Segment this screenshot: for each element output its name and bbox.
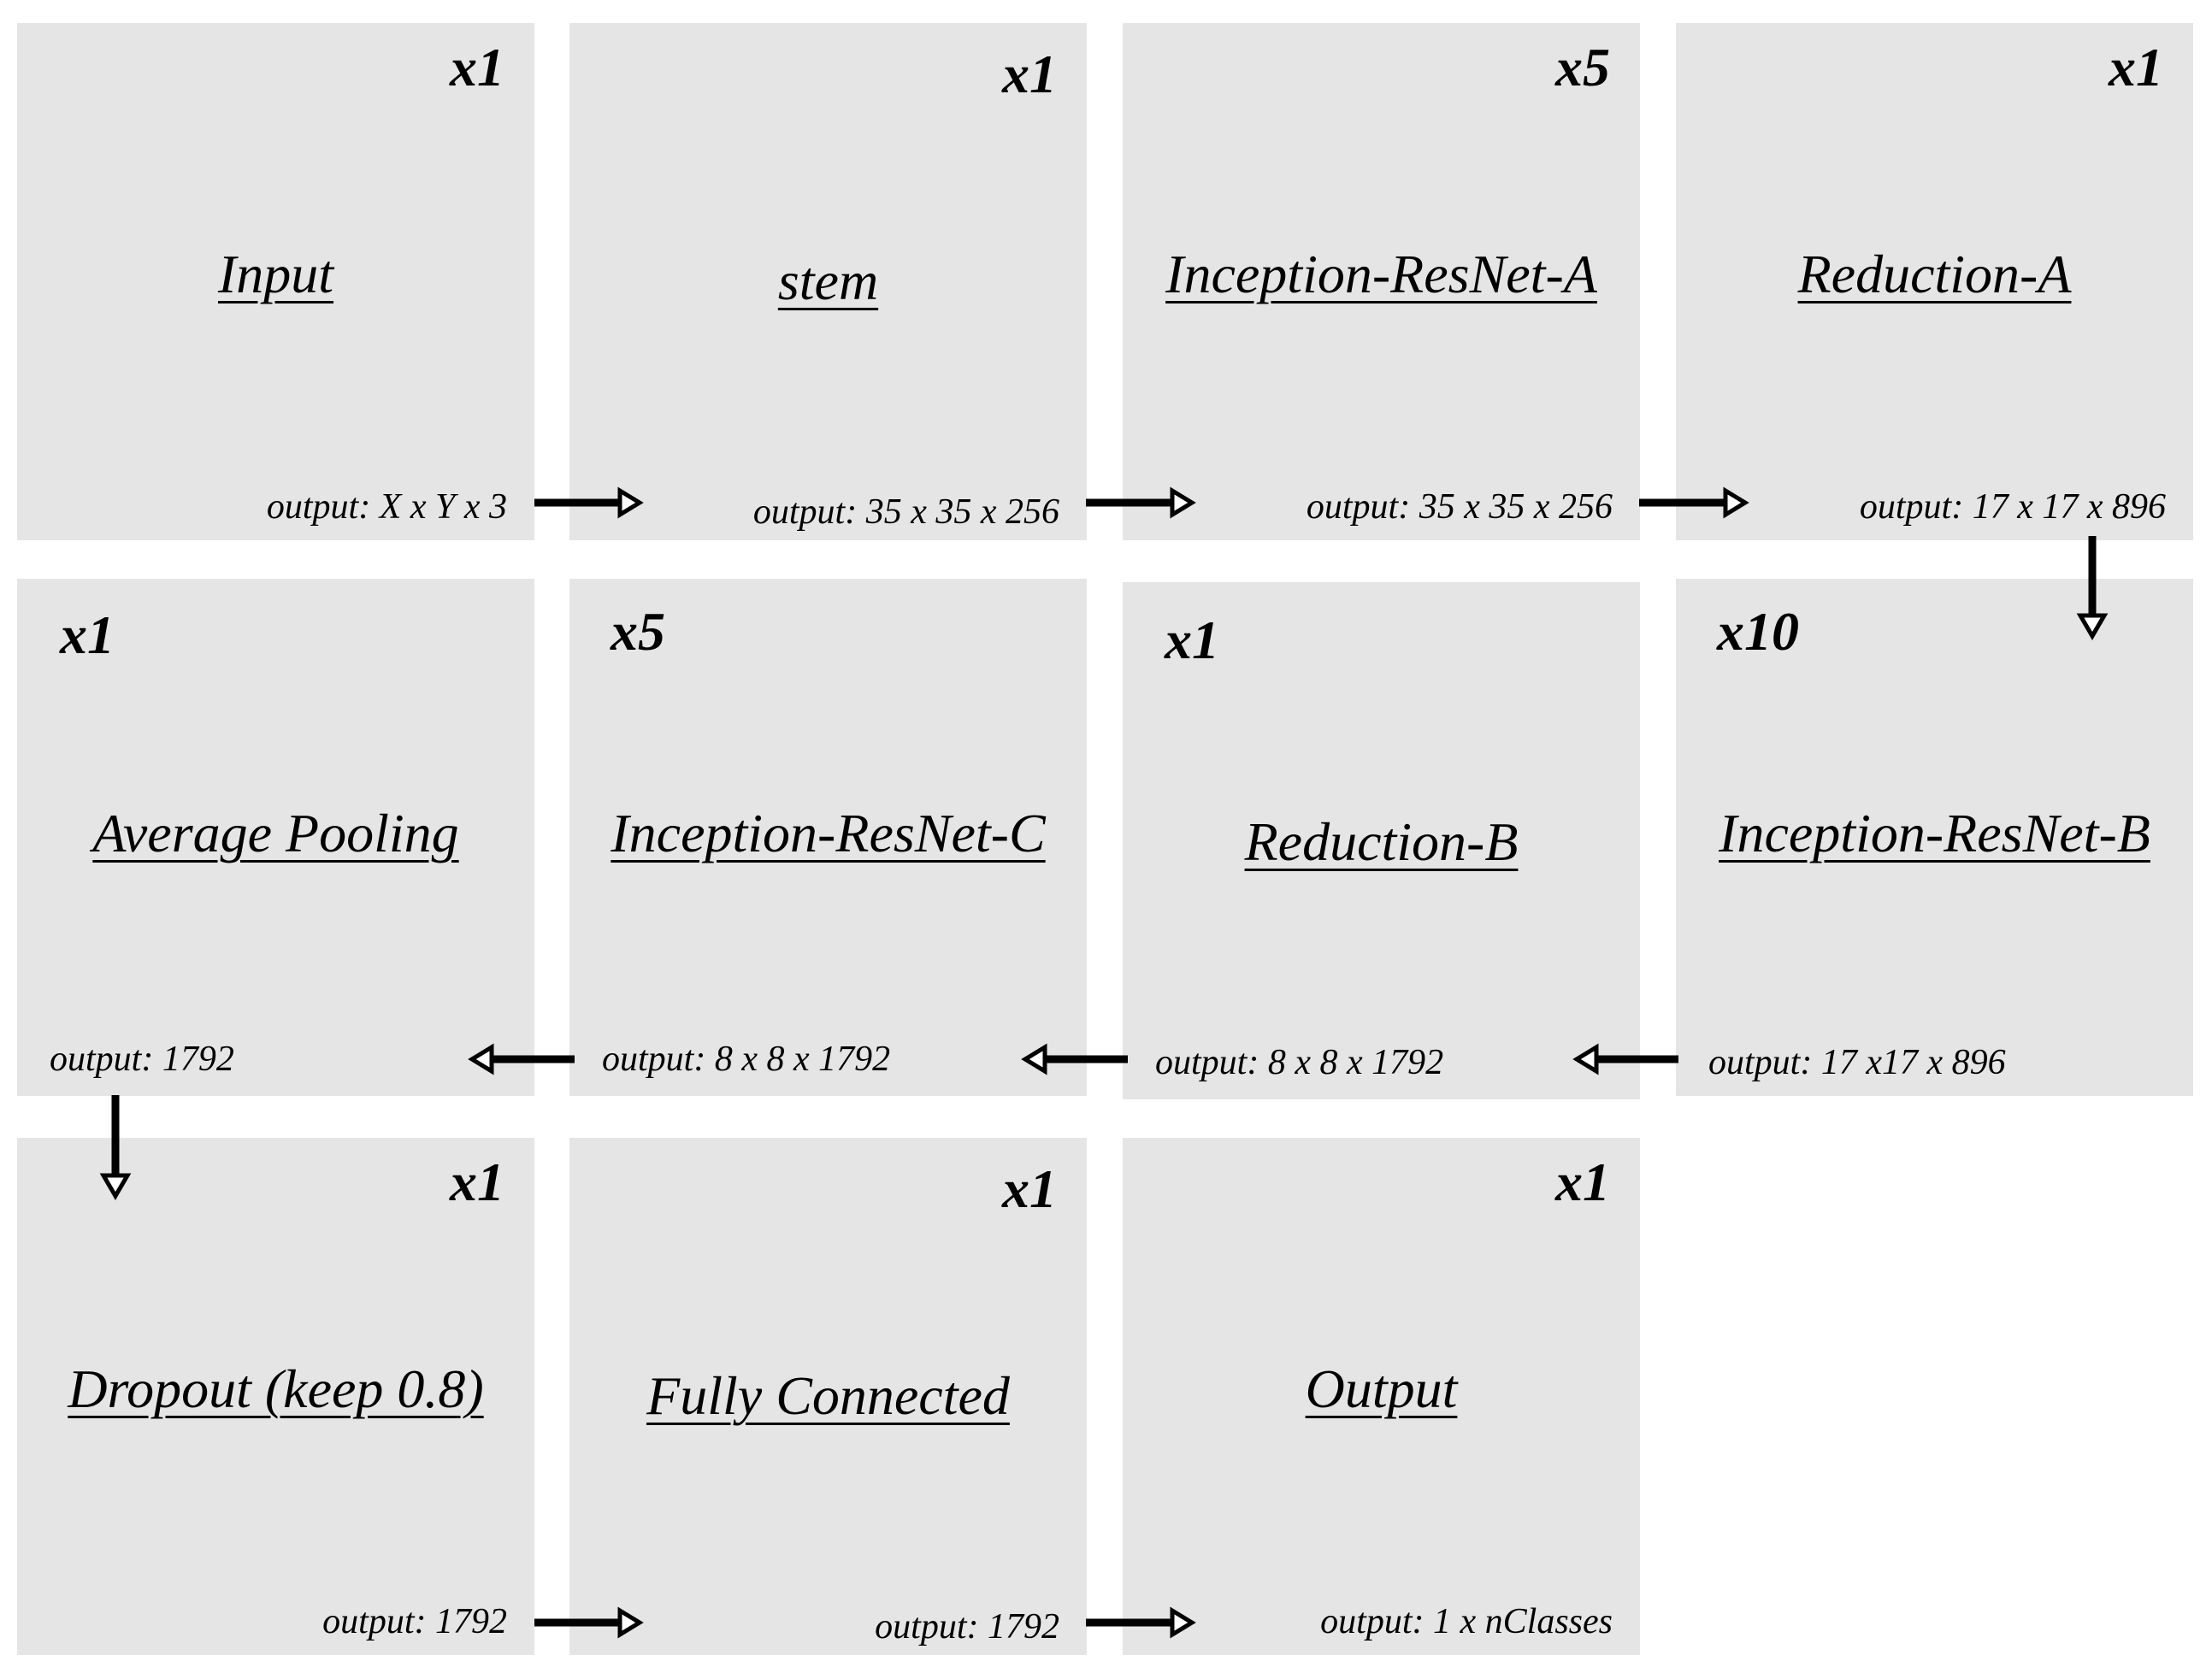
output-shape: output: 1792: [875, 1607, 1059, 1647]
repeat-count: x1: [450, 37, 504, 97]
block-title: Inception-ResNet-A: [1165, 244, 1597, 304]
block-title: Inception-ResNet-C: [611, 803, 1046, 863]
block-inception-resnet-b: x10 Inception-ResNet-B output: 17 x17 x …: [1676, 579, 2193, 1096]
output-shape: output: 1792: [50, 1040, 234, 1079]
repeat-count: x5: [611, 601, 665, 662]
output-shape: output: 17 x 17 x 896: [1859, 487, 2166, 527]
block-dropout: x1 Dropout (keep 0.8) output: 1792: [17, 1138, 534, 1655]
repeat-count: x1: [2109, 37, 2163, 97]
block-title: Fully Connected: [646, 1365, 1010, 1426]
repeat-count: x10: [1717, 601, 1799, 662]
block-reduction-b: x1 Reduction-B output: 8 x 8 x 1792: [1123, 582, 1640, 1099]
block-title: stem: [777, 250, 879, 311]
output-shape: output: 8 x 8 x 1792: [1155, 1043, 1444, 1082]
block-title: Average Pooling: [92, 803, 459, 863]
block-title: Inception-ResNet-B: [1719, 803, 2150, 863]
block-reduction-a: x1 Reduction-A output: 17 x 17 x 896: [1676, 23, 2193, 540]
output-shape: output: 35 x 35 x 256: [752, 492, 1059, 532]
block-inception-resnet-c: x5 Inception-ResNet-C output: 8 x 8 x 17…: [569, 579, 1087, 1096]
repeat-count: x1: [60, 604, 115, 665]
repeat-count: x1: [1002, 1158, 1057, 1219]
block-input: x1 Input output: X x Y x 3: [17, 23, 534, 540]
block-title: Output: [1305, 1358, 1458, 1419]
output-shape: output: X x Y x 3: [266, 487, 507, 527]
block-stem: x1 stem output: 35 x 35 x 256: [569, 23, 1087, 540]
output-shape: output: 1792: [322, 1602, 507, 1641]
block-inception-resnet-a: x5 Inception-ResNet-A output: 35 x 35 x …: [1123, 23, 1640, 540]
output-shape: output: 17 x17 x 896: [1708, 1043, 2006, 1082]
output-shape: output: 35 x 35 x 256: [1306, 487, 1613, 527]
repeat-count: x1: [1555, 1152, 1610, 1212]
block-output: x1 Output output: 1 x nClasses: [1123, 1138, 1640, 1655]
block-title: Input: [217, 244, 334, 304]
repeat-count: x5: [1555, 37, 1610, 97]
output-shape: output: 8 x 8 x 1792: [602, 1040, 891, 1079]
block-title: Reduction-B: [1244, 811, 1519, 872]
repeat-count: x1: [450, 1152, 504, 1212]
block-title: Reduction-A: [1797, 244, 2072, 304]
block-fully-connected: x1 Fully Connected output: 1792: [569, 1138, 1087, 1655]
repeat-count: x1: [1165, 610, 1219, 670]
repeat-count: x1: [1002, 44, 1057, 104]
output-shape: output: 1 x nClasses: [1320, 1602, 1613, 1641]
block-average-pooling: x1 Average Pooling output: 1792: [17, 579, 534, 1096]
block-title: Dropout (keep 0.8): [68, 1358, 484, 1419]
